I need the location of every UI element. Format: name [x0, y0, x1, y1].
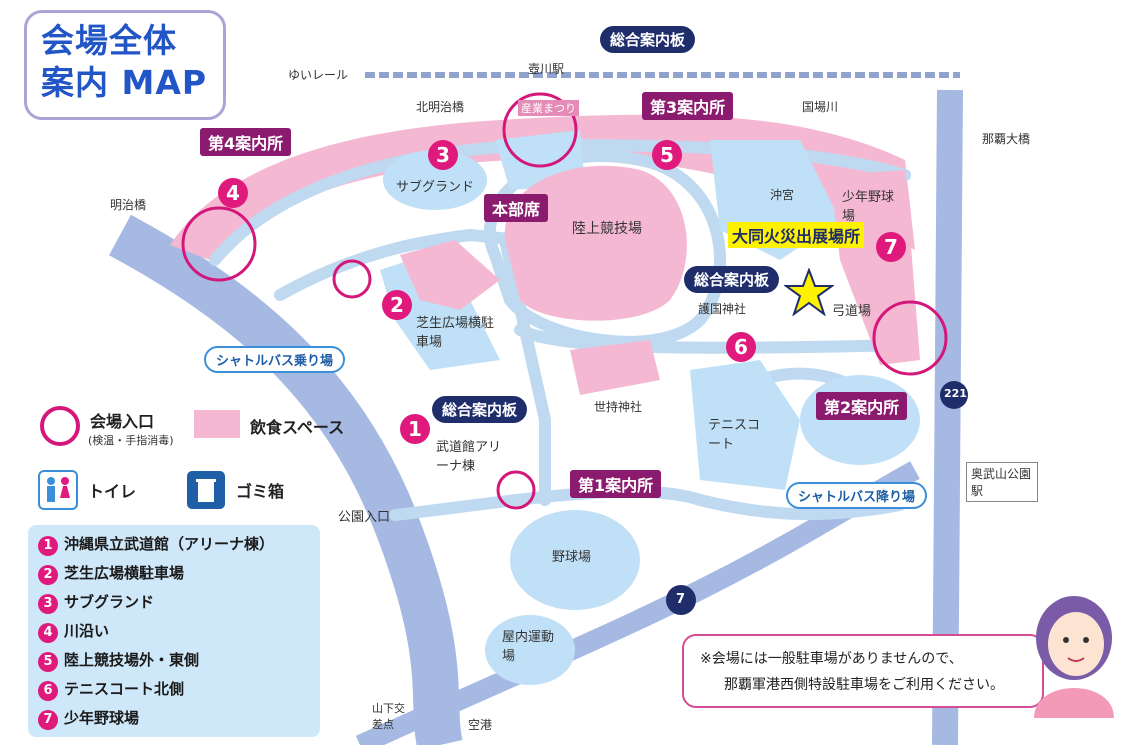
food-stadium — [504, 165, 687, 321]
area-number-5: 5 — [652, 140, 682, 170]
food-boys — [830, 170, 920, 365]
entrance-legend-icon — [40, 406, 80, 446]
indoor-gym-label: 屋内運動場 — [502, 630, 555, 664]
naha-bridge-label: 那覇大橋 — [982, 132, 1031, 146]
legend-trash-label: ゴミ箱 — [236, 482, 285, 501]
area-number-2: 2 — [382, 290, 412, 320]
area-number-1: 1 — [400, 414, 430, 444]
sangyo-matsuri-label: 産業まつり — [518, 100, 579, 116]
path-park — [389, 485, 906, 521]
baseball-label: 野球場 — [552, 550, 592, 565]
stadium-label: 陸上競技場 — [572, 221, 642, 237]
food-shibou — [400, 240, 500, 310]
gokoku-shrine-label: 護国神社 — [698, 302, 747, 316]
area-number-6: 6 — [726, 332, 756, 362]
area-tennis — [690, 360, 800, 490]
fire-booth-label: 大同火災出展場所 — [728, 222, 865, 248]
area-archery-field — [800, 375, 920, 465]
area-number-3: 3 — [428, 140, 458, 170]
archery-label: 弓道場 — [832, 304, 872, 319]
route-221-badge — [940, 381, 968, 409]
parking-note: ※会場には一般駐車場がありませんので、 那覇軍港西側特設駐車場をご利用ください。 — [682, 634, 1044, 708]
kitameiji-bridge-label: 北明治橋 — [416, 100, 465, 114]
general-board-left: 総合案内板 — [432, 396, 528, 423]
park-entrance-label: 公園入口 — [338, 510, 391, 525]
fire-booth-star-icon — [784, 268, 834, 316]
entrance-ring-3 — [502, 92, 578, 168]
area-indoor — [485, 615, 575, 685]
legend-entrance-note: (検温・手指消毒) — [88, 434, 174, 447]
info-4-tag: 第4案内所 — [200, 128, 292, 156]
entrance-ring-4 — [181, 206, 257, 282]
route-7-label: 7 — [676, 592, 686, 607]
area-sub-ground — [383, 150, 487, 210]
shuttle-alight-label: シャトルバス降り場 — [786, 482, 928, 509]
toilet-legend-icon — [38, 470, 78, 510]
budokan-label: 武道館アリーナ棟 — [436, 440, 502, 474]
road-main-diagonal — [109, 214, 463, 745]
boys-baseball-label: 少年野球場 — [842, 190, 895, 224]
seji-shrine-label: 世持神社 — [594, 400, 643, 414]
info-3-tag: 第3案内所 — [642, 92, 734, 120]
map-title: 会場全体 案内 MAP — [24, 10, 226, 120]
entrance-ring-1 — [496, 470, 536, 510]
shuttle-board-label: シャトルバス乗り場 — [204, 346, 346, 373]
tsubogawa-station-label: 壺川駅 — [528, 62, 565, 76]
area-number-4: 4 — [218, 178, 248, 208]
food-legend-swatch — [194, 410, 240, 438]
tennis-label: テニスコート — [708, 418, 761, 452]
note-line2: 那覇軍港西側特設駐車場をご利用ください。 — [724, 677, 1004, 693]
note-line1: ※会場には一般駐車場がありませんので、 — [700, 651, 963, 667]
info-1-tag: 第1案内所 — [570, 470, 662, 498]
general-board-mid: 総合案内板 — [684, 266, 780, 293]
kokuba-river-label: 国場川 — [802, 100, 839, 114]
general-board-top: 総合案内板 — [600, 26, 696, 53]
shrine-label: 沖宮 — [770, 188, 795, 202]
airport-label: 空港 — [468, 718, 493, 732]
guide-woman-illustration — [1034, 596, 1114, 718]
yui-rail-label: ゆいレール — [288, 68, 349, 82]
food-seji — [570, 340, 660, 395]
route-221-label: 221 — [944, 387, 967, 400]
title-line1: 会場全体 — [41, 21, 177, 60]
hq-tag: 本部席 — [484, 194, 549, 222]
legend-toilet-label: トイレ — [88, 482, 137, 501]
path-inner — [274, 228, 526, 301]
info-2-tag: 第2案内所 — [816, 392, 908, 420]
legend-food-label: 飲食スペース — [250, 418, 345, 437]
entrance-ring-5 — [872, 300, 948, 376]
area-baseball — [510, 510, 640, 610]
title-line2: 案内 MAP — [41, 63, 208, 102]
sub-ground-label: サブグランド — [396, 180, 475, 195]
legend-entrance-label: 会場入口 — [90, 412, 155, 431]
area-shibou — [380, 250, 500, 370]
entrance-ring-2 — [332, 259, 372, 299]
route-7-badge — [666, 585, 696, 615]
area-number-7: 7 — [876, 232, 906, 262]
yamashita-label: 山下交差点 — [372, 702, 405, 731]
meiji-bridge-label: 明治橋 — [110, 198, 147, 212]
path-vertical — [499, 234, 551, 506]
okuyama-station-label: 奥武山公園駅 — [966, 462, 1038, 502]
shibou-parking-label: 芝生広場横駐車場 — [416, 316, 495, 350]
trash-legend-icon — [187, 471, 225, 509]
